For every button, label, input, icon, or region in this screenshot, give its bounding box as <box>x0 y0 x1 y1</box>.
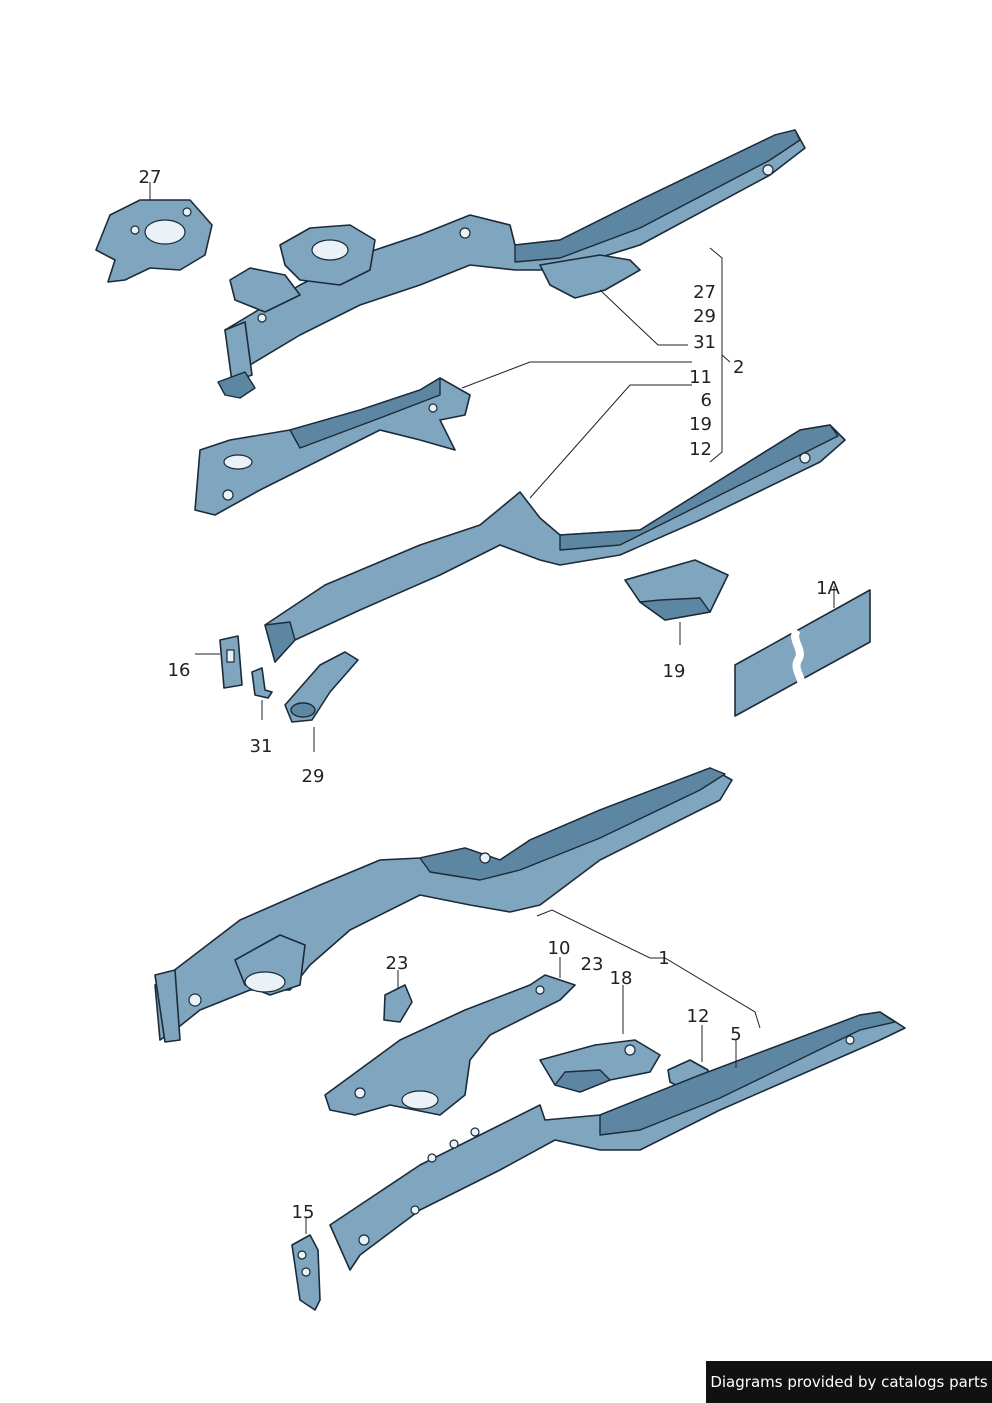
side-member-assembly-top <box>217 129 806 399</box>
callout-group-12: 12 <box>689 439 712 460</box>
callout-16: 16 <box>168 660 191 681</box>
callout-10: 10 <box>548 938 571 959</box>
part-16-bracket <box>219 635 243 689</box>
callout-23-a: 23 <box>386 953 409 974</box>
callout-group-6: 6 <box>701 390 712 411</box>
callout-group-31: 31 <box>693 332 716 353</box>
callout-23-b: 23 <box>581 954 604 975</box>
part-15-bracket <box>291 1234 321 1311</box>
callout-group-2: 2 <box>733 357 744 378</box>
leader-lines <box>149 182 835 1234</box>
callout-5: 5 <box>730 1024 741 1045</box>
footer-text: Diagrams provided by catalogs parts <box>710 1373 988 1391</box>
part-19-pocket <box>624 559 729 621</box>
part-27-panel <box>95 199 213 283</box>
part-18-pocket <box>539 1039 661 1093</box>
callout-group-19: 19 <box>689 414 712 435</box>
callout-31: 31 <box>250 736 273 757</box>
callout-1A: 1A <box>816 578 840 599</box>
callout-27-top: 27 <box>139 167 162 188</box>
part-23-bracket <box>383 984 413 1023</box>
part-29-bracket <box>284 651 359 723</box>
side-member-assembly-bottom <box>154 767 733 1043</box>
callout-group-11: 11 <box>689 367 712 388</box>
callout-18: 18 <box>610 968 633 989</box>
callout-group-29: 29 <box>693 306 716 327</box>
callout-labels: 27 27 29 31 2 11 6 19 12 1A 16 31 29 19 … <box>139 167 841 1223</box>
footer-banner: Diagrams provided by catalogs parts <box>706 1361 992 1403</box>
callout-1: 1 <box>658 948 669 969</box>
callout-group-27: 27 <box>693 282 716 303</box>
callout-19: 19 <box>663 661 686 682</box>
callout-29: 29 <box>302 766 325 787</box>
part-1A-sheet <box>734 589 871 717</box>
part-10-reinforcement <box>324 974 576 1116</box>
part-5-rear-member <box>329 1011 906 1271</box>
callout-12: 12 <box>687 1006 710 1027</box>
part-6-reinforcement <box>194 377 471 516</box>
callout-15: 15 <box>292 1202 315 1223</box>
part-31-clip <box>251 667 273 699</box>
part-11-side-member <box>264 424 846 663</box>
